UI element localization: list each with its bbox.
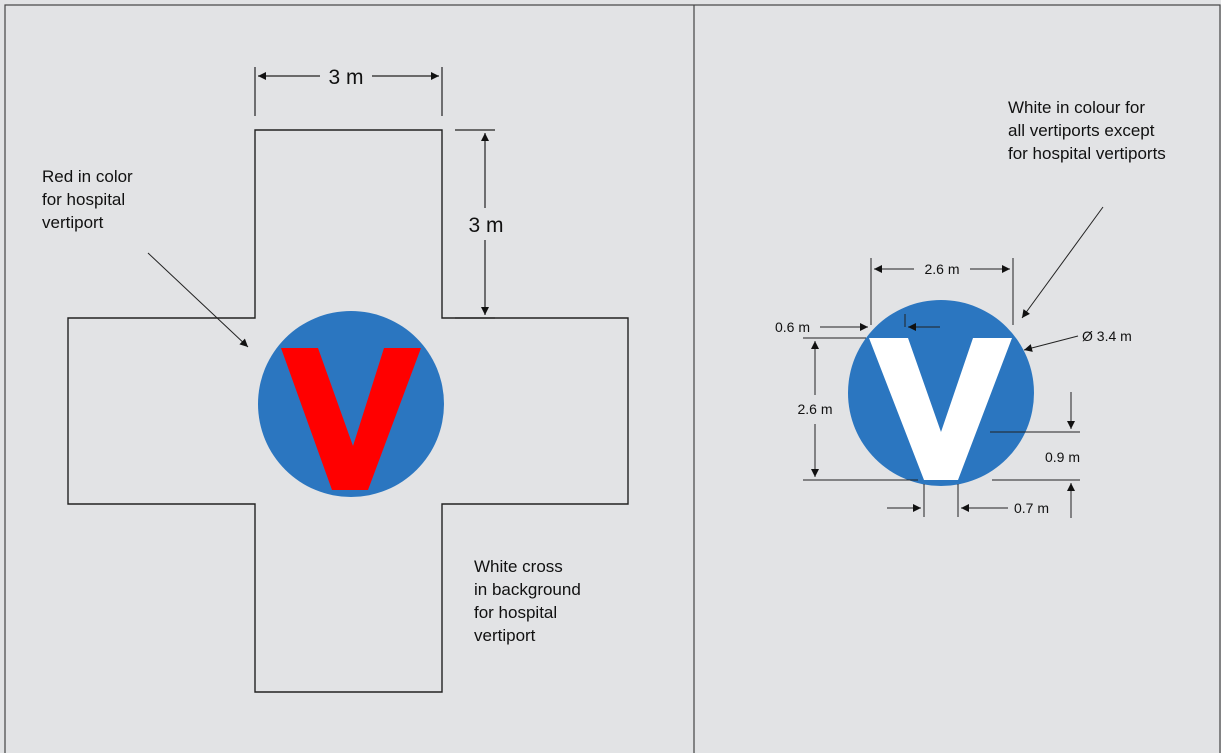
red-label-leader	[147, 252, 249, 348]
dim-diameter-label: Ø 3.4 m	[1082, 328, 1132, 344]
diagram-frame	[4, 4, 1221, 753]
red-color-label: Red in color for hospital vertiport	[42, 167, 137, 232]
white-label-leader	[1021, 206, 1104, 319]
dim-letter-height-label: 2.6 m	[797, 401, 832, 417]
dim-base-width-label: 0.7 m	[1014, 500, 1049, 516]
dim-bottom-gap-label: 0.9 m	[1045, 449, 1080, 465]
white-color-label: White in colour for all vertiports excep…	[1008, 98, 1166, 163]
dim-arm-label: 3 m	[468, 214, 503, 237]
standard-vertiport-panel: White in colour for all vertiports excep…	[775, 98, 1166, 518]
dim-letter-width-label: 2.6 m	[924, 261, 959, 277]
hospital-vertiport-panel: 3 m 3 m Red in color for hospital vertip…	[42, 66, 629, 693]
white-cross-outline	[67, 129, 629, 693]
dim-width-label: 3 m	[328, 66, 363, 89]
red-v-symbol	[281, 348, 421, 490]
white-v-symbol	[869, 338, 1012, 480]
white-cross-label: White cross in background for hospital v…	[474, 557, 586, 645]
dim-stroke-label: 0.6 m	[775, 319, 810, 335]
